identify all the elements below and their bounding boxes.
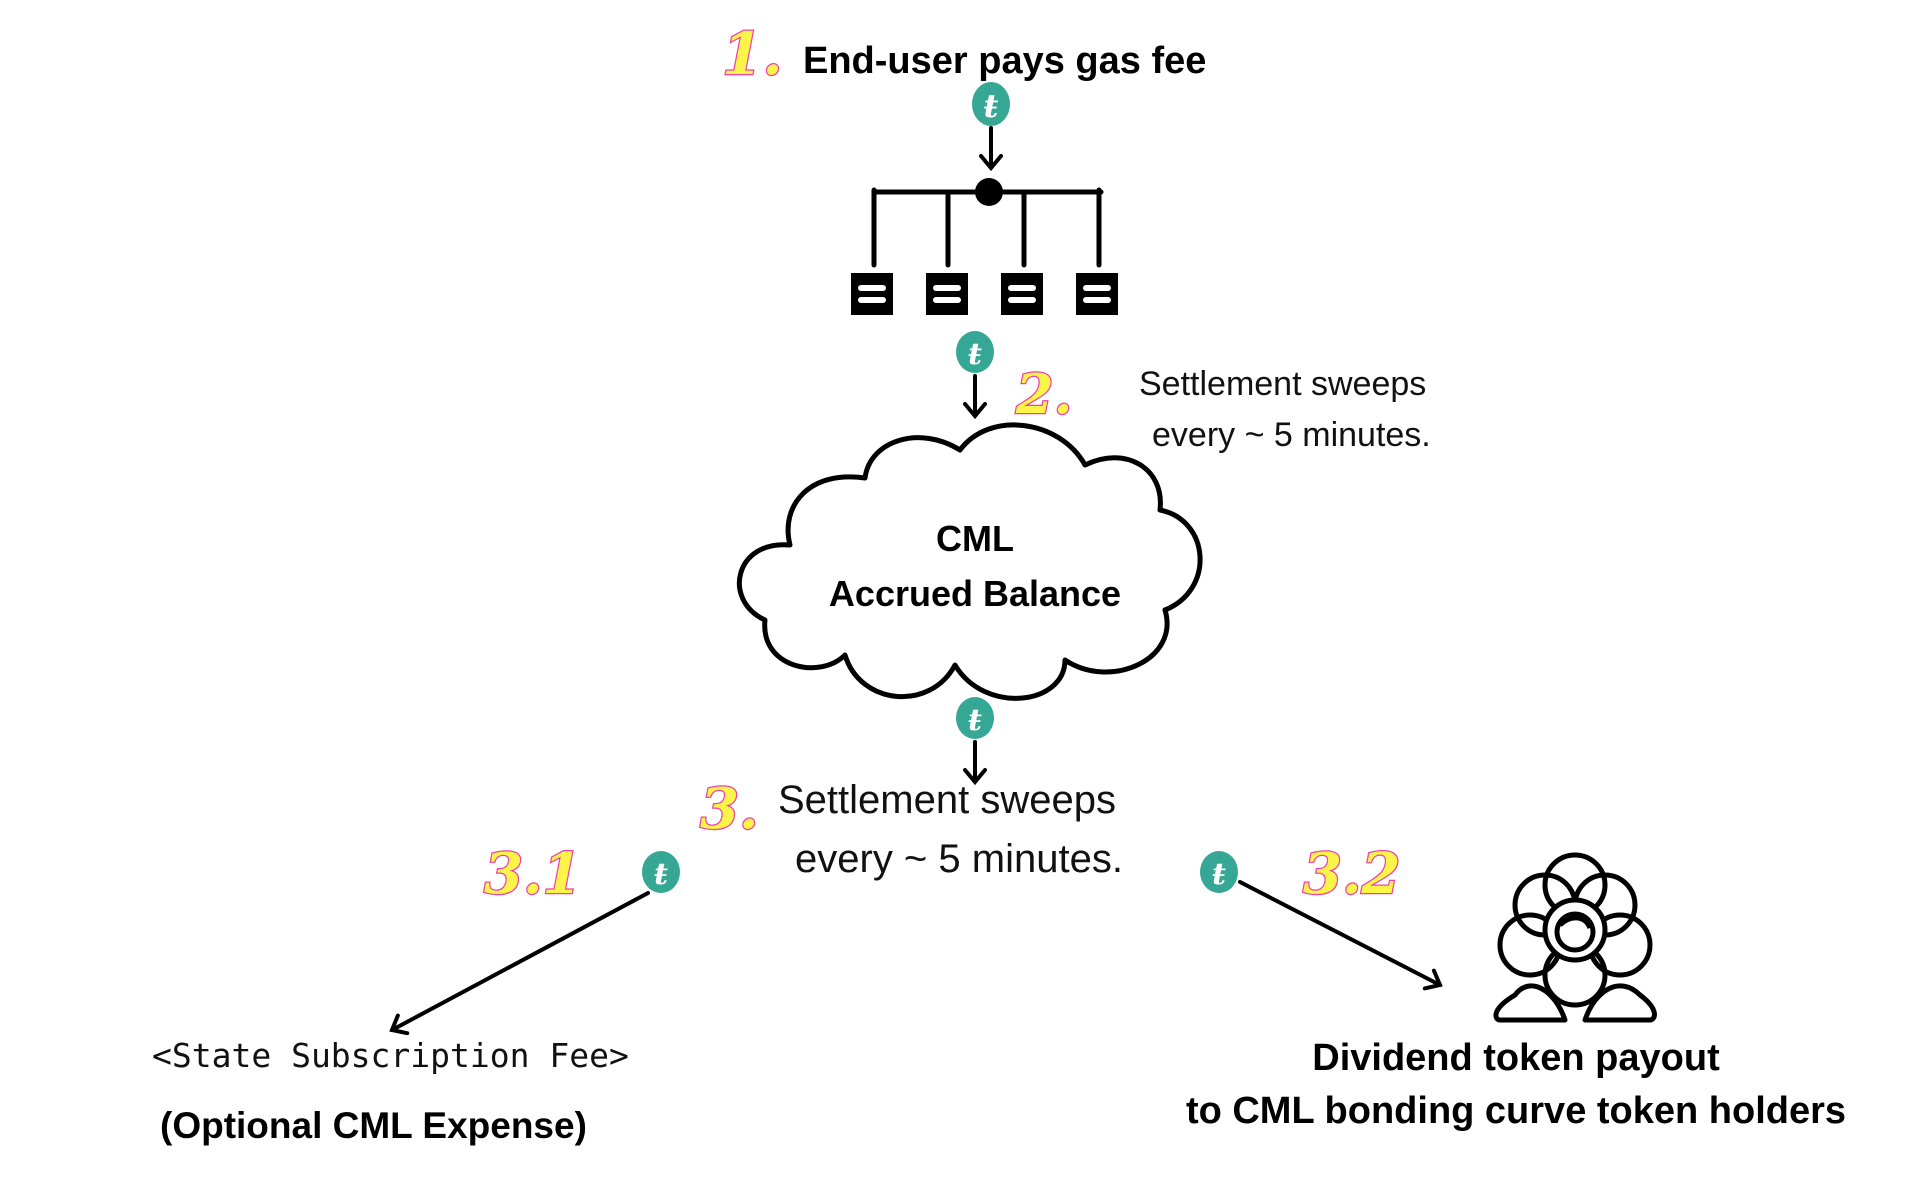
svg-text:ŧ: ŧ xyxy=(1212,857,1226,892)
step-1-label: End-user pays gas fee xyxy=(803,40,1206,82)
svg-text:ŧ: ŧ xyxy=(968,703,982,738)
arrow-to-dividend xyxy=(1238,880,1443,991)
step-3-line2: every ~ 5 minutes. xyxy=(795,837,1123,881)
cloud-icon xyxy=(736,422,1203,701)
cloud-line1: CML xyxy=(936,518,1014,559)
svg-text:ŧ: ŧ xyxy=(654,857,668,892)
flower-icon xyxy=(1493,852,1657,1023)
arrow-head-3 xyxy=(963,768,987,786)
optional-expense-note: (Optional CML Expense) xyxy=(160,1105,587,1146)
server-box xyxy=(851,273,893,315)
token-coin-icon: ŧ xyxy=(972,82,1010,126)
token-coin-icon: ŧ xyxy=(956,697,994,739)
server-box xyxy=(1076,273,1118,315)
state-subscription-fee: <State Subscription Fee> xyxy=(152,1036,629,1075)
server-box xyxy=(1001,273,1043,315)
server-box xyxy=(926,273,968,315)
token-coin-icon: ŧ xyxy=(956,331,994,373)
dividend-line2: to CML bonding curve token holders xyxy=(1186,1090,1846,1132)
step-2-line2: every ~ 5 minutes. xyxy=(1152,416,1431,454)
arrow-to-subscription-fee xyxy=(389,891,650,1036)
step-3-number: 3. xyxy=(700,776,758,842)
step-2-number: 2. xyxy=(1015,362,1072,426)
network-servers-icon xyxy=(851,178,1118,315)
arrow-head-2 xyxy=(963,402,987,420)
dividend-line1: Dividend token payout xyxy=(1312,1037,1720,1079)
token-coin-icon: ŧ xyxy=(642,851,680,893)
step-3-2-number: 3.2 xyxy=(1303,841,1400,907)
svg-text:ŧ: ŧ xyxy=(968,337,982,372)
token-coin-icon: ŧ xyxy=(1200,851,1238,893)
step-3-1-number: 3.1 xyxy=(484,841,581,907)
step-3-line1: Settlement sweeps xyxy=(778,778,1116,822)
arrow-head-1 xyxy=(979,154,1003,172)
step-1-number: 1. xyxy=(722,20,783,88)
cloud-line2: Accrued Balance xyxy=(829,573,1121,614)
svg-text:ŧ: ŧ xyxy=(984,87,999,125)
step-2-line1: Settlement sweeps xyxy=(1139,365,1426,403)
